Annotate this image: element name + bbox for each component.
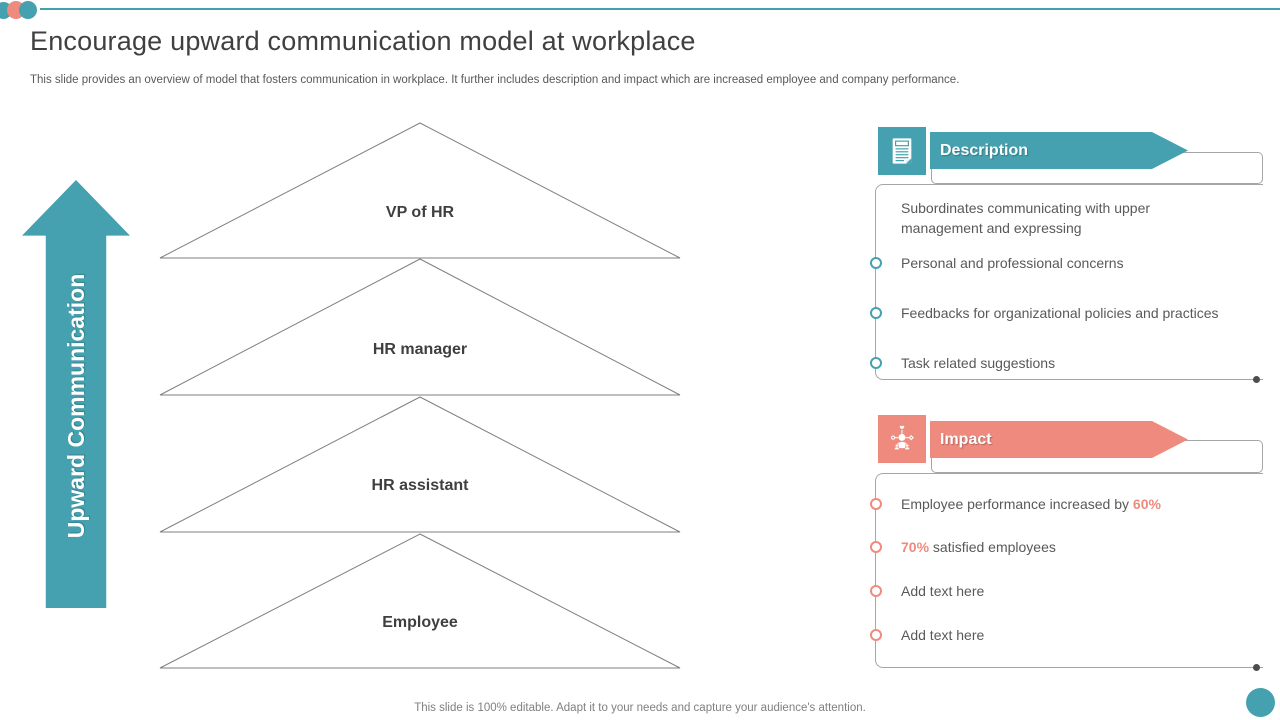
impact-bullet-text: Employee performance increased by 60% [901,496,1161,512]
pyramid-diagram [159,122,681,669]
impact-bullet-row: 70% satisfied employees [870,539,1263,557]
description-banner: Description [930,132,1188,169]
triangle-level-2 [159,258,681,396]
description-bullet-row: Personal and professional concerns [870,255,1263,273]
bullet-circle-icon [870,307,882,319]
description-bullet-row: Task related suggestions [870,355,1263,373]
footer-note: This slide is 100% editable. Adapt it to… [414,702,866,714]
impact-bullet-row: Employee performance increased by 60% [870,496,1263,514]
impact-content-box: Employee performance increased by 60% 70… [870,473,1263,671]
description-bullet-text: Personal and professional concerns [901,255,1124,271]
description-bullet-row: Feedbacks for organizational policies an… [870,305,1263,323]
impact-bullet-text: Add text here [901,583,985,599]
impact-icon-box [878,415,926,463]
bullet-circle-icon [870,498,882,510]
pyramid-label-vp-of-hr: VP of HR [385,204,455,221]
description-bullet-text: Feedbacks for organizational policies an… [901,305,1219,321]
bottom-right-circle-decoration [1246,688,1275,717]
line-end-dot [1253,664,1260,671]
impact-bullet-text: Add text here [901,627,985,643]
impact-bullet-row: Add text here [870,583,1263,601]
bullet-circle-icon [870,629,882,641]
teal-circle-icon [19,1,37,19]
impact-bullet-text: 70% satisfied employees [901,539,1056,555]
bullet-circle-icon [870,257,882,269]
pyramid-label-hr-assistant: HR assistant [371,477,469,494]
description-lead-text: Subordinates communicating with upper ma… [901,200,1151,236]
description-content-box: Subordinates communicating with upper ma… [870,184,1263,383]
pyramid-label-hr-manager: HR manager [372,341,468,358]
impact-banner-label: Impact [940,431,992,448]
top-accent-line [40,8,1280,10]
bullet-circle-icon [870,541,882,553]
pyramid-label-employee: Employee [382,614,458,631]
impact-bullet-row: Add text here [870,627,1263,645]
description-bullet-text: Task related suggestions [901,355,1056,371]
bullet-circle-icon [870,585,882,597]
page-subtitle: This slide provides an overview of model… [30,74,960,86]
highlight-value: 60% [1132,496,1161,512]
upward-arrow-shape: Upward Communication [22,180,130,608]
description-banner-label: Description [940,142,1029,159]
page-title: Encourage upward communication model at … [30,26,696,56]
impact-banner: Impact [930,421,1188,458]
line-end-dot [1253,376,1260,383]
triangle-level-3 [159,396,681,533]
document-icon [892,138,912,164]
person-network-icon [890,425,914,450]
upward-arrow-label: Upward Communication [63,273,89,539]
triangle-level-4 [159,533,681,669]
description-icon-box [878,127,926,175]
highlight-value: 70% [901,539,930,555]
triangle-level-1 [159,122,681,259]
bullet-circle-icon [870,357,882,369]
